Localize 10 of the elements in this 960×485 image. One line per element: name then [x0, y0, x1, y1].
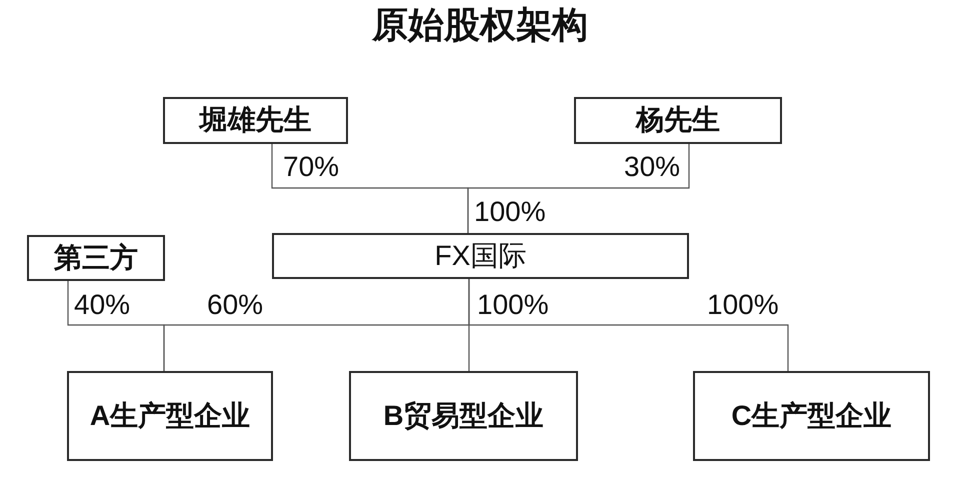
title: 原始股权架构 — [372, 6, 588, 44]
entity-box: 第三方 — [27, 235, 165, 281]
entity-box: B贸易型企业 — [349, 371, 578, 461]
entity-box: 堀雄先生 — [163, 97, 348, 144]
entity-box: FX国际 — [272, 233, 689, 279]
entity-box: A生产型企业 — [67, 371, 273, 461]
connector-line — [468, 279, 789, 371]
entity-box: 杨先生 — [574, 97, 782, 144]
connector-line — [467, 144, 690, 233]
entity-box: C生产型企业 — [693, 371, 930, 461]
